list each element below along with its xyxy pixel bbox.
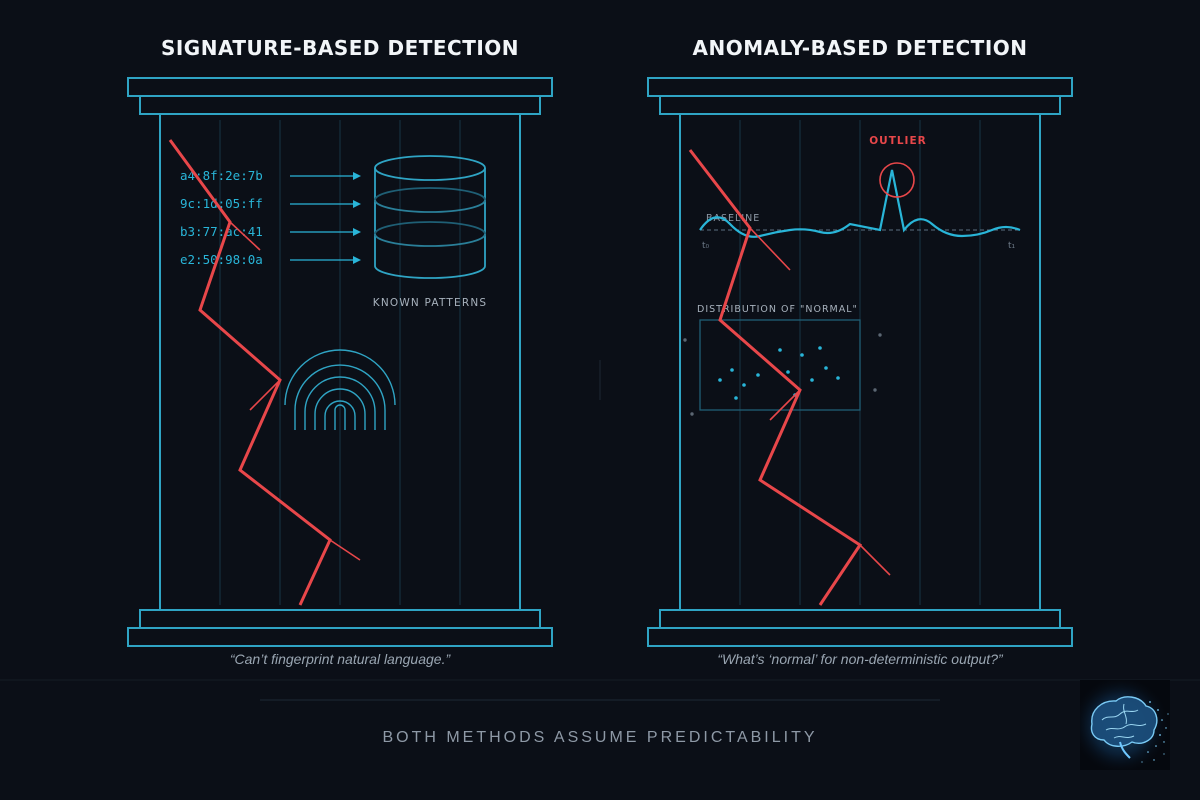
hash-item: a4:8f:2e:7b	[180, 168, 263, 183]
footer-caption: BOTH METHODS ASSUME PREDICTABILITY	[382, 729, 818, 746]
hash-item: b3:77:ac:41	[180, 224, 263, 239]
t-end-label: t₁	[1008, 241, 1016, 251]
left-panel-title: SIGNATURE-BASED DETECTION	[160, 36, 520, 60]
fingerprint-icon	[284, 349, 396, 430]
arrowhead-icon	[353, 228, 361, 236]
baseline-label: BASELINE	[706, 213, 760, 224]
left-crack	[168, 139, 361, 606]
outlier-label: OUTLIER	[869, 135, 926, 147]
right-crack	[688, 149, 891, 606]
outlier-points	[683, 333, 882, 416]
database-label: KNOWN PATTERNS	[373, 297, 488, 309]
left-panel: a4:8f:2e:7b 9c:1d:05:ff b3:77:ac:41 e2:5…	[127, 77, 553, 647]
distribution-label: DISTRIBUTION OF "NORMAL"	[697, 304, 858, 315]
outlier-circle-icon	[879, 162, 915, 198]
arrowhead-icon	[353, 200, 361, 208]
arrows	[290, 172, 361, 264]
left-panel-quote: “Can’t fingerprint natural language.”	[229, 651, 451, 667]
distribution-box	[699, 319, 861, 411]
right-panel-quote: “What’s ‘normal’ for non-deterministic o…	[717, 651, 1003, 667]
hash-item: e2:50:98:0a	[180, 252, 263, 267]
database-icon	[374, 155, 486, 279]
hash-item: 9c:1d:05:ff	[180, 196, 263, 211]
arrowhead-icon	[353, 256, 361, 264]
arrowhead-icon	[353, 172, 361, 180]
left-frame	[127, 77, 553, 647]
brain-logo-icon	[1080, 680, 1170, 770]
hash-list: a4:8f:2e:7b 9c:1d:05:ff b3:77:ac:41 e2:5…	[180, 168, 263, 267]
right-panel-title: ANOMALY-BASED DETECTION	[692, 36, 1028, 60]
t-start-label: t₀	[702, 241, 710, 251]
right-frame	[647, 77, 1073, 647]
right-grid-lines	[739, 120, 981, 605]
left-grid-lines	[219, 120, 461, 605]
right-panel: BASELINE t₀ t₁ OUTLIER DISTRIBUTION OF "…	[647, 77, 1073, 647]
